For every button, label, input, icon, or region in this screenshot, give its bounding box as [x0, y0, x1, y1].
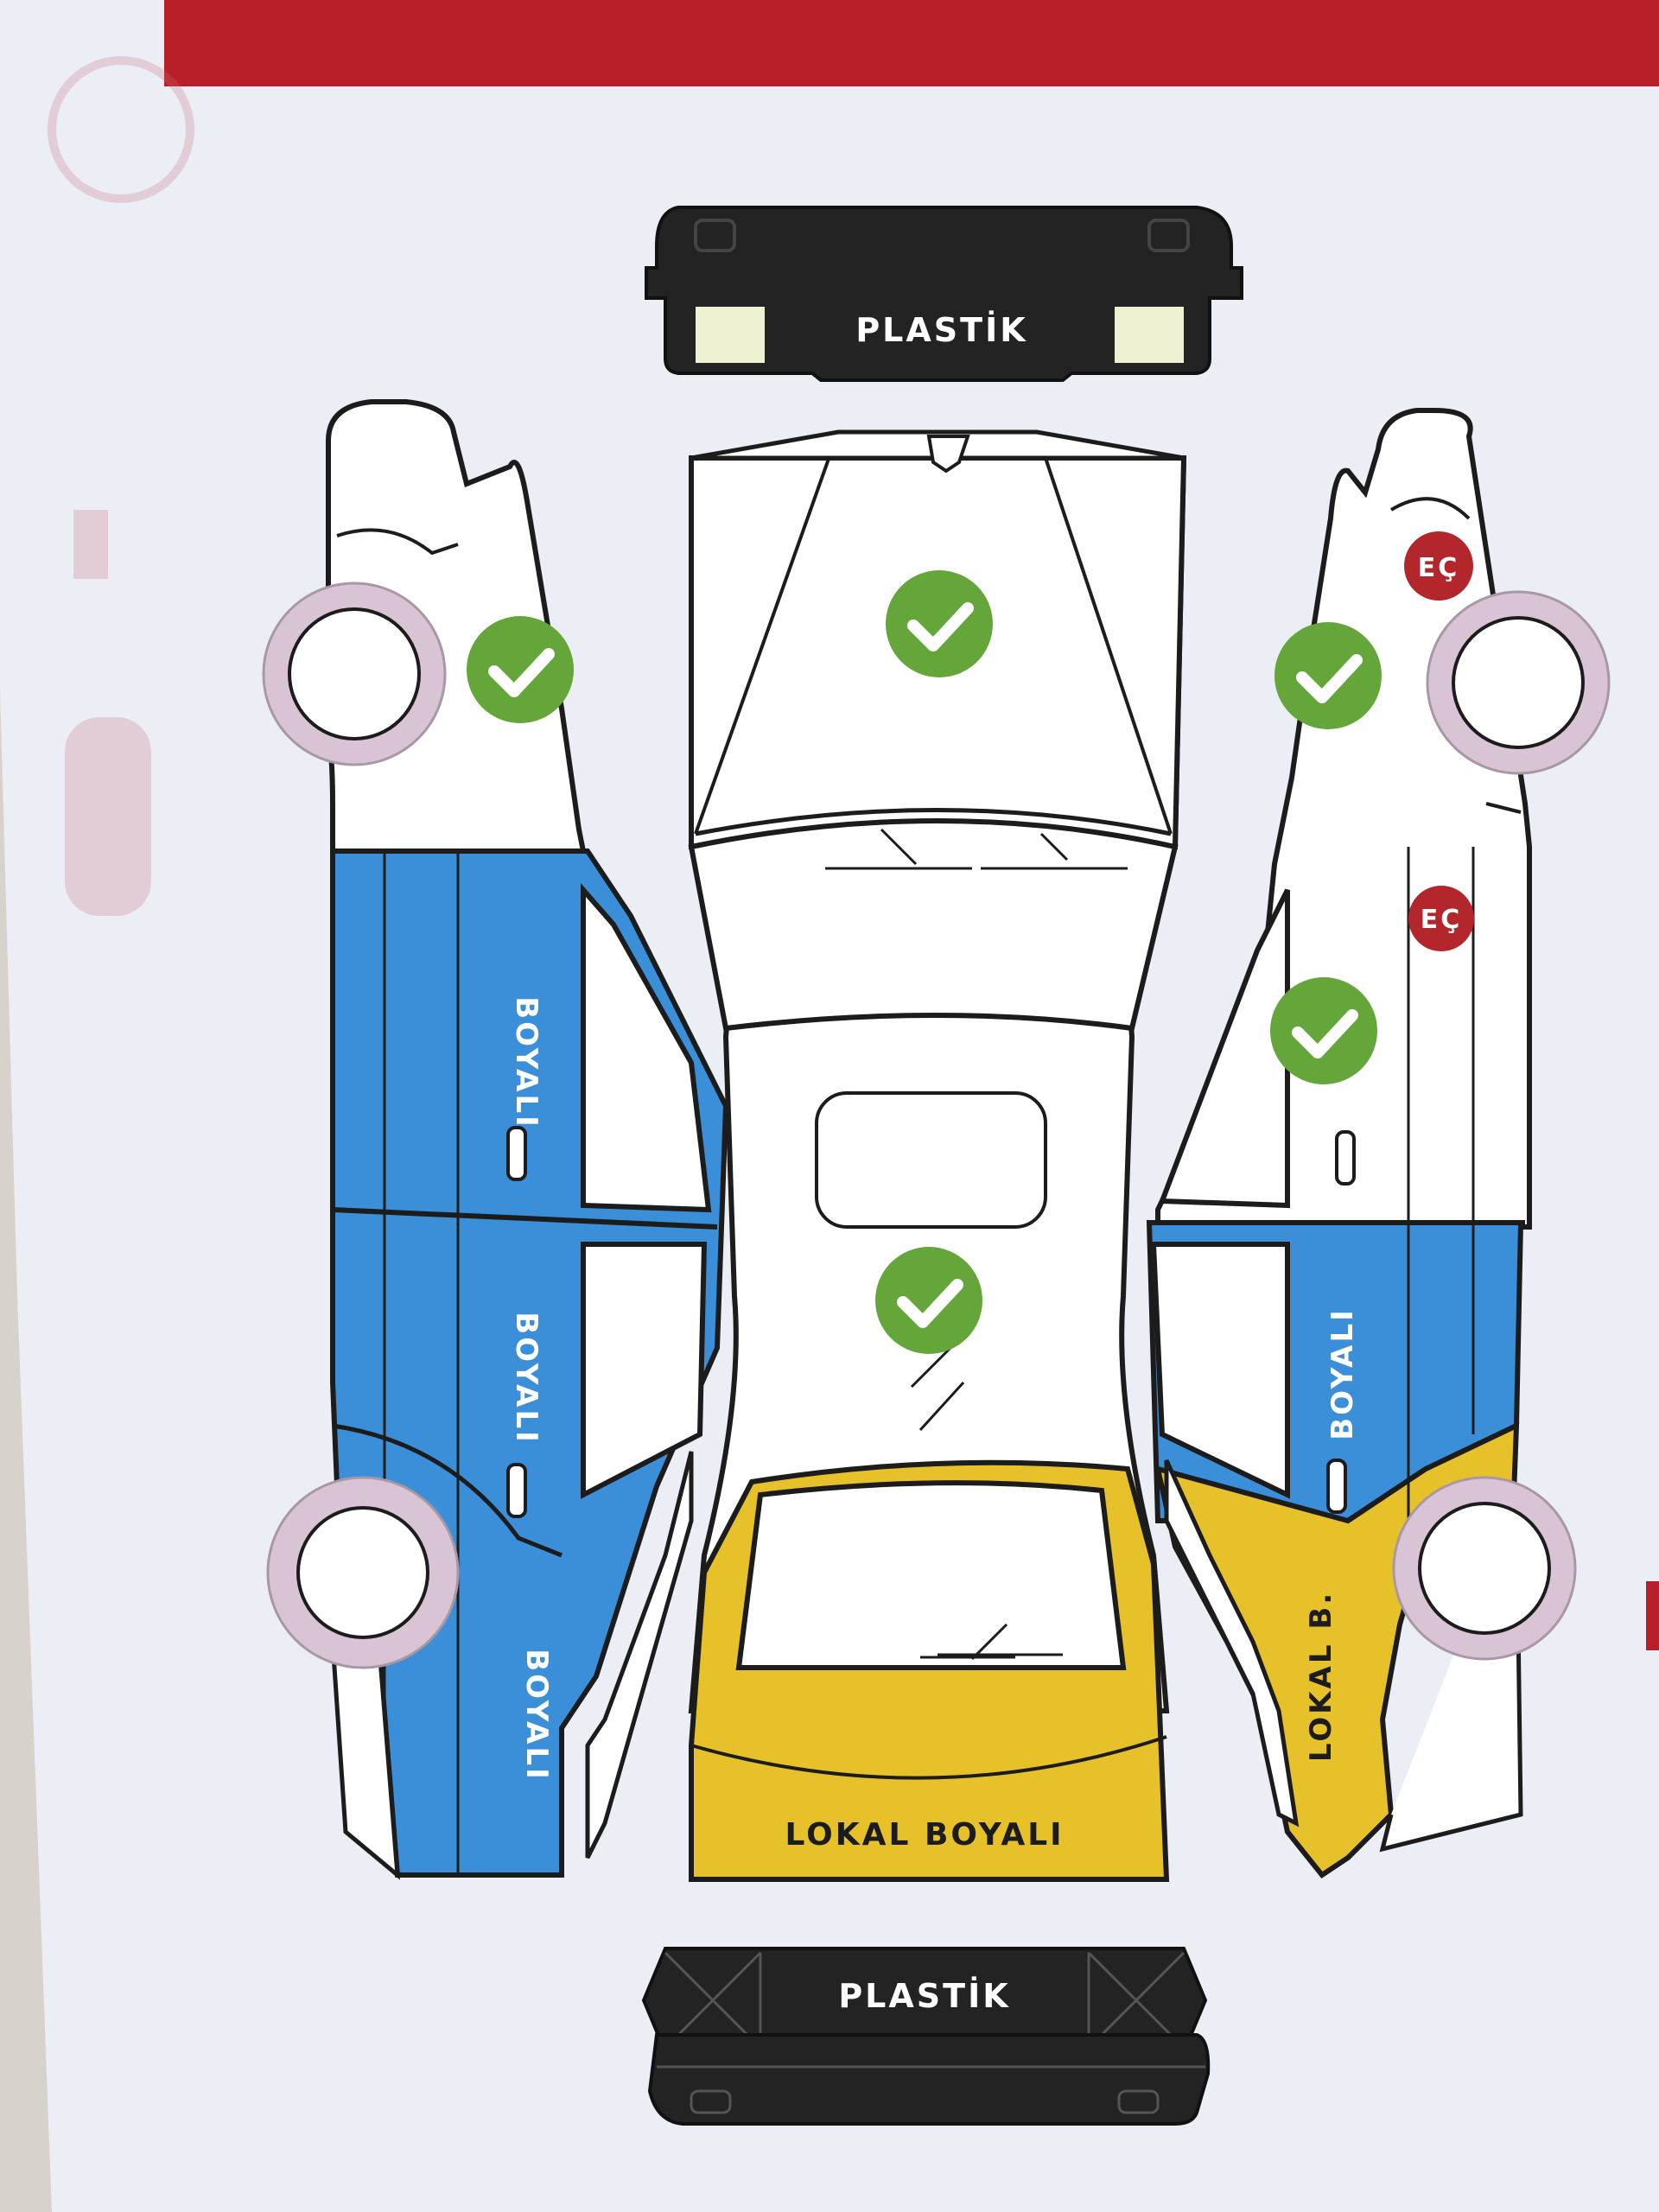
- right-rear-door-label: BOYALI: [1325, 1307, 1360, 1440]
- left-rear-quarter-glass: [585, 1451, 694, 1859]
- right-front-door-check-icon: [1270, 977, 1377, 1084]
- right-rear-fender-label: LOKAL B.: [1304, 1591, 1338, 1762]
- right-rear-window: [1150, 1242, 1290, 1499]
- windshield: [688, 818, 1179, 1032]
- left-front-window: [581, 883, 712, 1213]
- right-front-window: [1158, 888, 1290, 1209]
- rear-bumper-lower: [647, 2033, 1211, 2126]
- edge-mark: [1646, 1581, 1659, 1650]
- right-front-fender-check-icon: [1274, 622, 1382, 729]
- right-side-view: BOYALI LOKAL B. EÇ EÇ: [1146, 408, 1611, 1879]
- right-front-fender-changed-badge: EÇ: [1404, 531, 1473, 601]
- print-through-marks: [48, 56, 194, 916]
- rear-bumper-label: PLASTİK: [838, 1977, 1010, 2015]
- rear-window: [735, 1480, 1127, 1670]
- roof-check-icon: [875, 1247, 982, 1354]
- left-door-split: [332, 1207, 718, 1230]
- right-front-door-badge-text: EÇ: [1421, 905, 1463, 935]
- fog-light-right: [1115, 307, 1184, 363]
- left-side-view: BOYALI BOYALI BOYALI: [262, 399, 729, 1880]
- left-rear-door-label: BOYALI: [509, 1312, 543, 1445]
- left-front-fender-check-icon: [467, 616, 574, 723]
- top-view: LOKAL BOYALI: [688, 429, 1187, 1882]
- header-band: [164, 0, 1659, 86]
- fog-light-left: [696, 307, 765, 363]
- front-bumper-label: PLASTİK: [855, 311, 1027, 349]
- right-rear-quarter-glass: [1164, 1459, 1300, 1827]
- front-bumper: PLASTİK: [645, 206, 1243, 382]
- left-front-door-label: BOYALI: [509, 996, 543, 1129]
- left-rear-window: [581, 1242, 708, 1499]
- right-front-fender-badge-text: EÇ: [1418, 553, 1460, 583]
- rear-bumper: PLASTİK: [641, 1947, 1211, 2126]
- front-bumper-shape: [645, 206, 1243, 382]
- trunk-label: LOKAL BOYALI: [785, 1817, 1064, 1853]
- hood-check-icon: [886, 570, 993, 677]
- right-front-door-changed-badge: EÇ: [1408, 886, 1474, 951]
- sunroof: [815, 1091, 1047, 1229]
- left-rear-fender-label: BOYALI: [519, 1649, 554, 1782]
